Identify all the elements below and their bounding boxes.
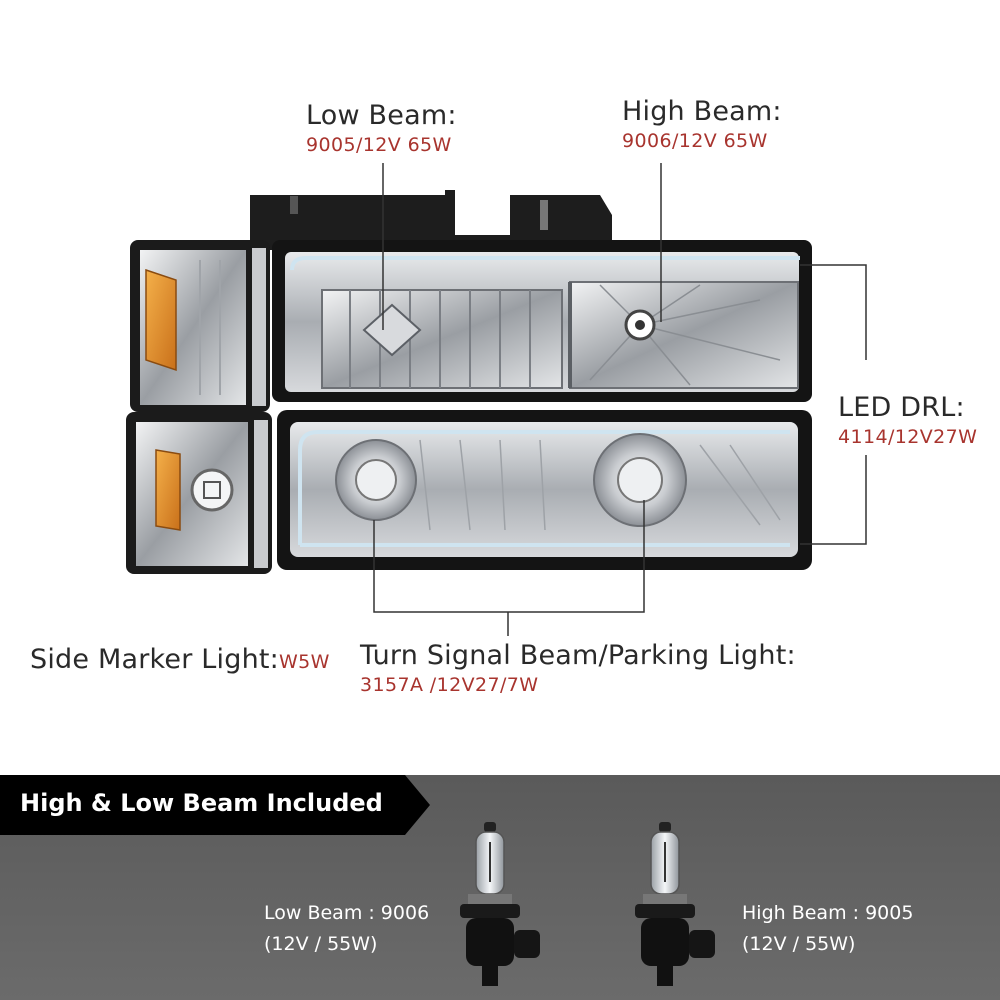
- turn-signal-spec: 3157A /12V27/7W: [360, 674, 539, 696]
- high-beam-bulb-info: High Beam : 9005 (12V / 55W): [742, 898, 913, 960]
- turn-signal-label: Turn Signal Beam/Parking Light:: [360, 640, 796, 671]
- low-beam-bulb-info: Low Beam : 9006 (12V / 55W): [264, 898, 429, 960]
- included-banner-title: High & Low Beam Included: [20, 789, 383, 817]
- included-banner: [0, 775, 430, 835]
- side-marker-spec: W5W: [278, 651, 330, 673]
- low-beam-label: Low Beam:: [306, 100, 457, 131]
- high-beam-bulb-name: High Beam : 9005: [742, 902, 914, 924]
- led-drl-spec: 4114/12V27W: [838, 426, 978, 448]
- high-beam-bulb-rating: (12V / 55W): [742, 933, 856, 955]
- low-beam-bulb-name: Low Beam : 9006: [264, 902, 430, 924]
- high-beam-label: High Beam:: [622, 96, 782, 127]
- low-beam-spec: 9005/12V 65W: [306, 134, 452, 156]
- side-marker-label: Side Marker Light:: [30, 644, 279, 675]
- led-drl-label: LED DRL:: [838, 392, 965, 423]
- headlight-assembly-image: [126, 163, 867, 636]
- side-marker-callout: Side Marker Light:W5W: [30, 644, 330, 675]
- low-beam-bulb-rating: (12V / 55W): [264, 933, 378, 955]
- high-beam-spec: 9006/12V 65W: [622, 130, 768, 152]
